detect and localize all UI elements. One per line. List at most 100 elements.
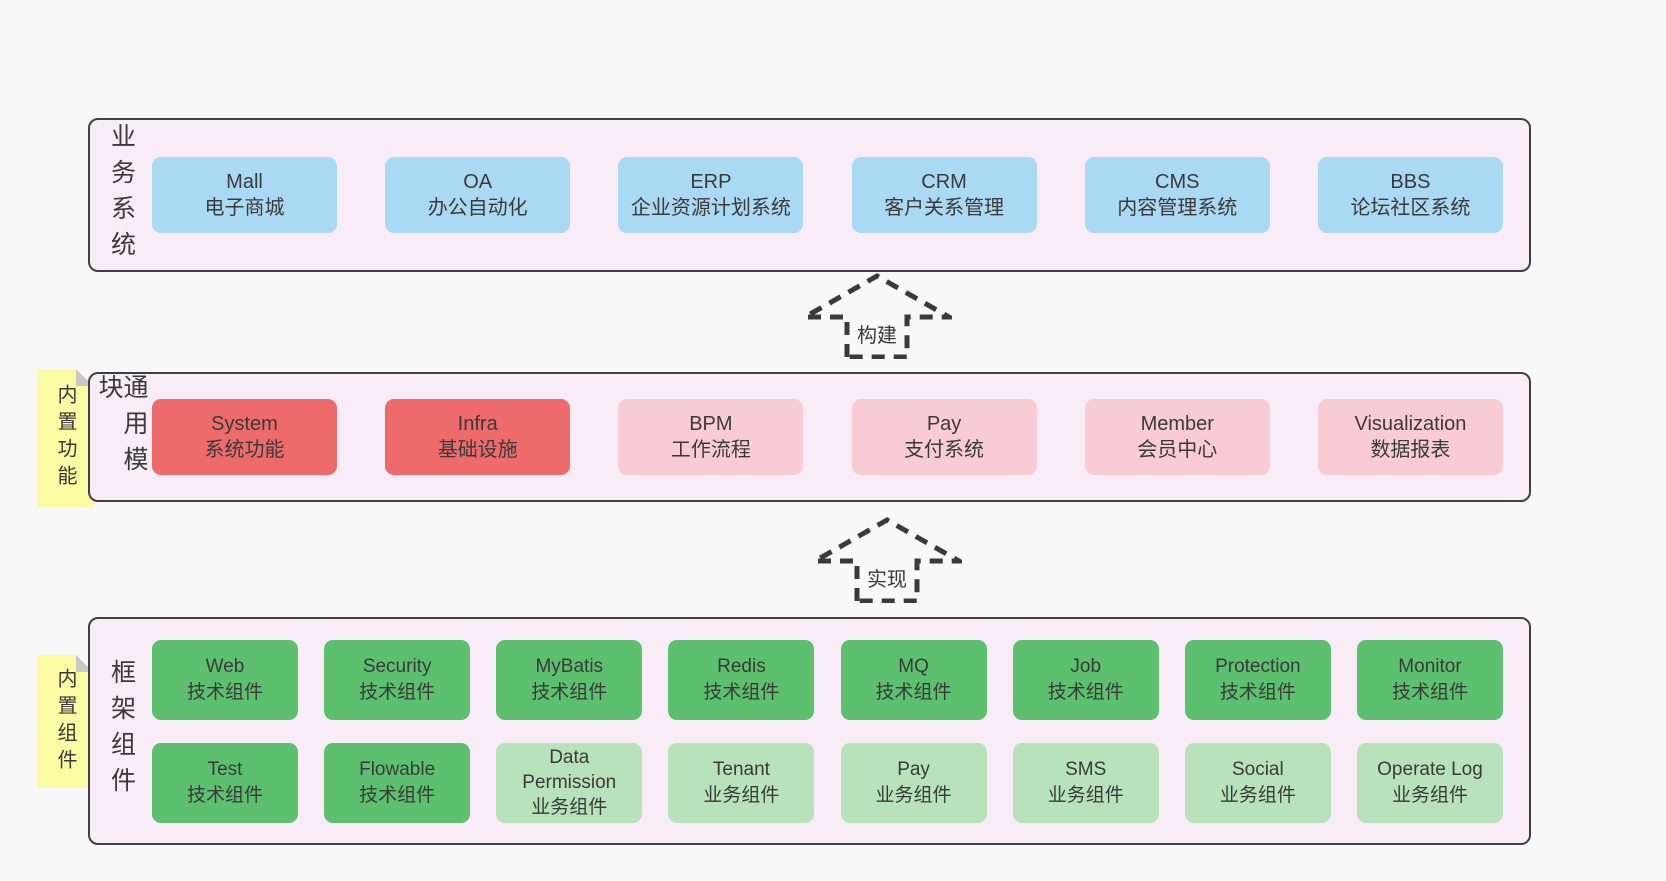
box-subtitle: 业务组件: [1047, 784, 1124, 806]
box-title: Pay: [897, 759, 930, 781]
build-arrow-icon: 构建: [802, 273, 952, 359]
box-title: MQ: [898, 656, 929, 678]
box-subtitle: 业务组件: [703, 784, 780, 806]
box-title: CMS: [1155, 170, 1200, 193]
box-subtitle: 技术组件: [1219, 681, 1296, 703]
box-title: CRM: [921, 170, 967, 193]
framework-components-rows: Web 技术组件 Security 技术组件 MyBatis 技术组件 Redi…: [152, 619, 1529, 843]
common-modules-row: System 系统功能 Infra 基础设施 BPM 工作流程 Pay 支付系统…: [152, 374, 1529, 500]
implement-arrow-label: 实现: [867, 569, 907, 591]
component-box-mybatis: MyBatis 技术组件: [496, 639, 643, 720]
box-title: Member: [1140, 412, 1214, 435]
box-title: Job: [1070, 656, 1102, 678]
business-box-crm: CRM 客户关系管理: [851, 157, 1037, 233]
box-title: Operate Log: [1377, 759, 1483, 781]
build-arrow-label: 构建: [857, 325, 897, 347]
box-subtitle: 技术组件: [359, 784, 436, 806]
framework-components-layer: 框架组件 Web 技术组件 Security 技术组件 MyBatis 技术组件…: [88, 617, 1531, 845]
box-subtitle: 技术组件: [1047, 681, 1124, 703]
component-box-test: Test 技术组件: [152, 742, 298, 823]
business-systems-row: Mall 电子商城 OA 办公自动化 ERP 企业资源计划系统 CRM 客户关系…: [152, 120, 1529, 270]
box-subtitle: 技术组件: [186, 681, 263, 703]
box-title: Infra: [457, 412, 498, 435]
box-subtitle: 业务组件: [1391, 784, 1468, 806]
box-subtitle: 业务组件: [875, 784, 952, 806]
box-subtitle: 会员中心: [1137, 439, 1218, 461]
box-title: Data Permission: [522, 746, 617, 793]
box-title: Protection: [1215, 656, 1301, 678]
box-subtitle: 技术组件: [186, 784, 263, 806]
box-subtitle: 技术组件: [359, 681, 436, 703]
sticky-note-built-in-components: 内置组件: [37, 655, 93, 788]
component-box-pay: Pay 业务组件: [840, 742, 987, 823]
module-box-member: Member 会员中心: [1084, 399, 1270, 475]
box-subtitle: 技术组件: [875, 681, 952, 703]
sticky-note-built-in-features: 内置功能: [37, 369, 93, 507]
box-subtitle: 办公自动化: [427, 197, 528, 219]
layer-label-framework-components: 框架组件: [90, 619, 152, 843]
module-box-infra: Infra 基础设施: [385, 399, 571, 475]
box-title: Security: [362, 656, 432, 678]
box-subtitle: 系统功能: [204, 439, 285, 461]
layer-label-text: 通用模块: [95, 374, 148, 482]
business-box-cms: CMS 内容管理系统: [1084, 157, 1270, 233]
box-title: ERP: [690, 170, 732, 193]
component-box-mq: MQ 技术组件: [840, 639, 987, 720]
component-box-protection: Protection 技术组件: [1184, 639, 1331, 720]
framework-components-row-2: Test 技术组件 Flowable 技术组件 Data Permission …: [152, 742, 1503, 823]
box-title: Redis: [717, 656, 766, 678]
box-subtitle: 业务组件: [1219, 784, 1296, 806]
box-subtitle: 技术组件: [1391, 681, 1468, 703]
layer-label-text: 框架组件: [107, 659, 136, 803]
box-title: Test: [207, 759, 243, 781]
module-box-pay: Pay 支付系统: [851, 399, 1037, 475]
module-box-bpm: BPM 工作流程: [618, 399, 804, 475]
box-subtitle: 业务组件: [531, 797, 608, 819]
layer-label-common-modules: 通用模块: [90, 374, 152, 500]
box-title: OA: [463, 170, 493, 193]
component-box-data-permission: Data Permission 业务组件: [496, 742, 643, 823]
module-box-visualization: Visualization 数据报表: [1317, 399, 1503, 475]
sticky-note-label: 内置功能: [54, 384, 76, 492]
box-title: Social: [1231, 759, 1284, 781]
business-box-erp: ERP 企业资源计划系统: [618, 157, 804, 233]
box-subtitle: 客户关系管理: [884, 197, 1005, 219]
sticky-note-label: 内置组件: [54, 667, 76, 776]
box-subtitle: 工作流程: [670, 439, 751, 461]
box-subtitle: 论坛社区系统: [1350, 197, 1471, 219]
component-box-job: Job 技术组件: [1012, 639, 1159, 720]
common-modules-layer: 通用模块 System 系统功能 Infra 基础设施 BPM 工作流程 Pay…: [88, 372, 1531, 502]
layer-label-business-systems: 业务系统: [90, 120, 152, 270]
component-box-redis: Redis 技术组件: [668, 639, 815, 720]
component-box-operate-log: Operate Log 业务组件: [1356, 742, 1503, 823]
business-box-oa: OA 办公自动化: [385, 157, 571, 233]
box-title: BPM: [689, 412, 733, 435]
box-subtitle: 企业资源计划系统: [630, 197, 791, 219]
component-box-monitor: Monitor 技术组件: [1356, 639, 1503, 720]
box-title: Pay: [926, 412, 962, 435]
box-title: System: [211, 412, 278, 435]
business-box-mall: Mall 电子商城: [152, 157, 337, 233]
box-title: MyBatis: [535, 656, 604, 678]
box-title: Tenant: [712, 759, 770, 781]
component-box-flowable: Flowable 技术组件: [324, 742, 471, 823]
box-subtitle: 基础设施: [437, 439, 518, 461]
component-box-sms: SMS 业务组件: [1012, 742, 1159, 823]
box-title: BBS: [1390, 170, 1431, 193]
box-subtitle: 技术组件: [703, 681, 780, 703]
box-title: SMS: [1065, 759, 1107, 781]
box-subtitle: 支付系统: [904, 439, 985, 461]
module-box-system: System 系统功能: [152, 399, 337, 475]
component-box-tenant: Tenant 业务组件: [668, 742, 815, 823]
box-subtitle: 技术组件: [531, 681, 608, 703]
box-title: Mall: [226, 170, 263, 193]
implement-arrow-icon: 实现: [812, 517, 962, 603]
business-systems-layer: 业务系统 Mall 电子商城 OA 办公自动化 ERP 企业资源计划系统 CRM…: [88, 118, 1531, 272]
box-subtitle: 电子商城: [204, 197, 285, 219]
framework-components-row-1: Web 技术组件 Security 技术组件 MyBatis 技术组件 Redi…: [152, 639, 1503, 720]
box-title: Flowable: [359, 759, 436, 781]
box-subtitle: 数据报表: [1370, 439, 1451, 461]
component-box-security: Security 技术组件: [324, 639, 471, 720]
component-box-social: Social 业务组件: [1184, 742, 1331, 823]
